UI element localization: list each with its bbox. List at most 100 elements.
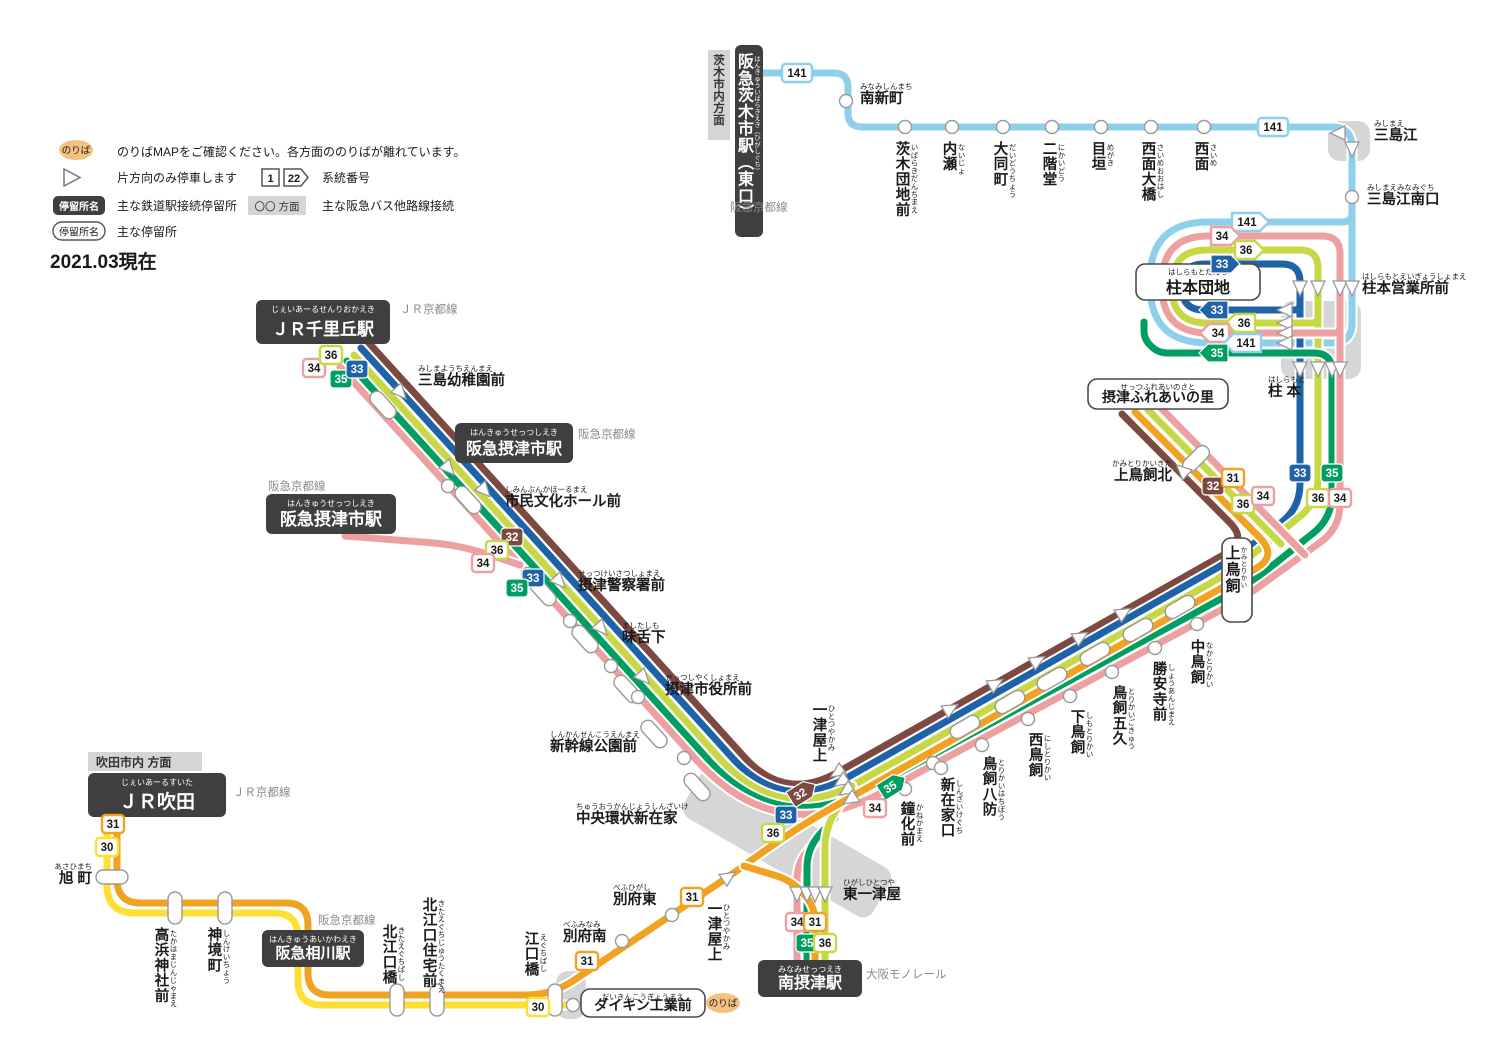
legend-number-pentagon [283,168,309,187]
tspan: け [956,810,963,819]
stop-marker [562,613,578,629]
stop-marker [1147,640,1163,656]
tspan: 境 [208,941,223,959]
tspan: ︶ [754,166,761,175]
stop-marker [995,119,1011,135]
route-badge-36: 36 [1305,487,1331,509]
rail-station-box-bg [256,300,390,344]
major-stop-box-bg [580,988,706,1018]
tspan: い [223,952,230,961]
tspan: う [223,976,230,985]
station-name: 高浜神社前 [154,926,170,1005]
tspan: ゅ [438,946,445,955]
tspan: 在 [941,791,956,809]
tspan: が [754,140,761,149]
route-badge-32: 32 [785,780,816,809]
stop-marker [565,997,581,1013]
legend-homen-badge [248,196,306,215]
tspan: き [754,108,760,116]
station-furigana: みしまようちえんまえ [418,364,493,373]
route-badge-number: 32 [792,786,809,803]
tspan: は [754,55,760,63]
tspan: た [438,961,445,970]
route-badge-number: 35 [1211,348,1224,360]
tspan: 前 [423,972,438,990]
route-badge-35: 35 [1320,463,1344,483]
tspan: ね [916,811,924,820]
tspan: ︶ [738,203,754,222]
tspan: な [958,143,965,152]
tspan: え [438,985,445,994]
route-badge-number: 35 [801,938,814,950]
tspan: ぐ [438,922,445,931]
one-way-stop-marker [1275,324,1293,342]
one-way-stop-marker [632,666,651,685]
tspan: ︵ [738,155,754,172]
tspan: と [1044,750,1051,759]
tspan: 鳥 [983,755,998,773]
tspan: う [998,813,1005,822]
station-name: 中央環状新在家 [576,809,678,827]
tspan: ょ [1009,182,1016,191]
station-furigana: しょうあんじまえ [1168,663,1175,727]
route-badge-number: 31 [107,819,120,831]
tspan: 同 [994,156,1009,173]
legend-homen-badge-label: 〇〇 方面 [255,200,300,213]
major-stop-name: ダイキン工業前 [594,997,692,1013]
direction-box-bg [708,50,730,140]
route-badge-34: 34 [1209,225,1242,247]
station-furigana: しんけいちょう [223,929,230,985]
station-name: 新幹線公園前 [550,737,637,755]
tspan: 階 [1043,155,1058,173]
route-badge-shape [1209,225,1242,247]
route-badge-number: 36 [1238,318,1251,330]
station-name: 東一津屋 [843,885,901,903]
route-badge-shape [1256,116,1290,138]
one-way-stop-marker [548,570,567,589]
route-badge-number: 30 [532,1002,545,1014]
tspan: し [1044,742,1051,751]
route-badge-35: 35 [505,578,529,598]
rail-station-name: 阪急摂津市駅 [280,509,383,529]
station-furigana: めがき [1107,143,1115,168]
tspan: 団 [896,171,911,188]
tspan: か [1086,742,1094,751]
tspan: だ [911,174,918,183]
route-33-line [357,260,1304,796]
rail-station-name: ＪＲ千里丘駅 [272,320,375,339]
station-furigana: えぐちばし [540,933,548,973]
route-badge-shape [780,62,814,84]
station-name: 内瀬 [943,140,958,173]
rail-line-label: ＪＲ京都線 [233,785,291,799]
tspan: た [170,929,177,938]
station-name: 一津屋上 [813,703,828,765]
route-badge-number: 31 [686,892,699,904]
tspan: ぐ [754,155,760,162]
route-badge-number: 36 [767,828,780,840]
tspan: 市 [738,119,754,138]
tspan: ち [998,797,1005,806]
tspan: ち [911,190,918,199]
tspan: 浜 [155,941,170,959]
tspan: ゃ [170,984,177,993]
one-way-stop-marker [1309,361,1327,379]
tspan: え [911,205,918,214]
tspan: は [1157,182,1164,191]
noriba-badge: のりば [59,140,93,160]
tspan: や [828,727,835,736]
stop-marker [1122,617,1154,643]
station-name: 一津屋上 [708,902,723,964]
station-name: 南新町 [860,89,904,107]
tspan: 上 [813,748,828,765]
tspan: え [1168,718,1175,727]
route-badge-number: 141 [1263,122,1283,134]
rail-station-furigana: じぇいあーるせんりおかえき [271,305,375,314]
stop-marker [949,714,981,740]
one-way-stop-marker [1331,361,1349,379]
tspan: じ [958,159,965,168]
